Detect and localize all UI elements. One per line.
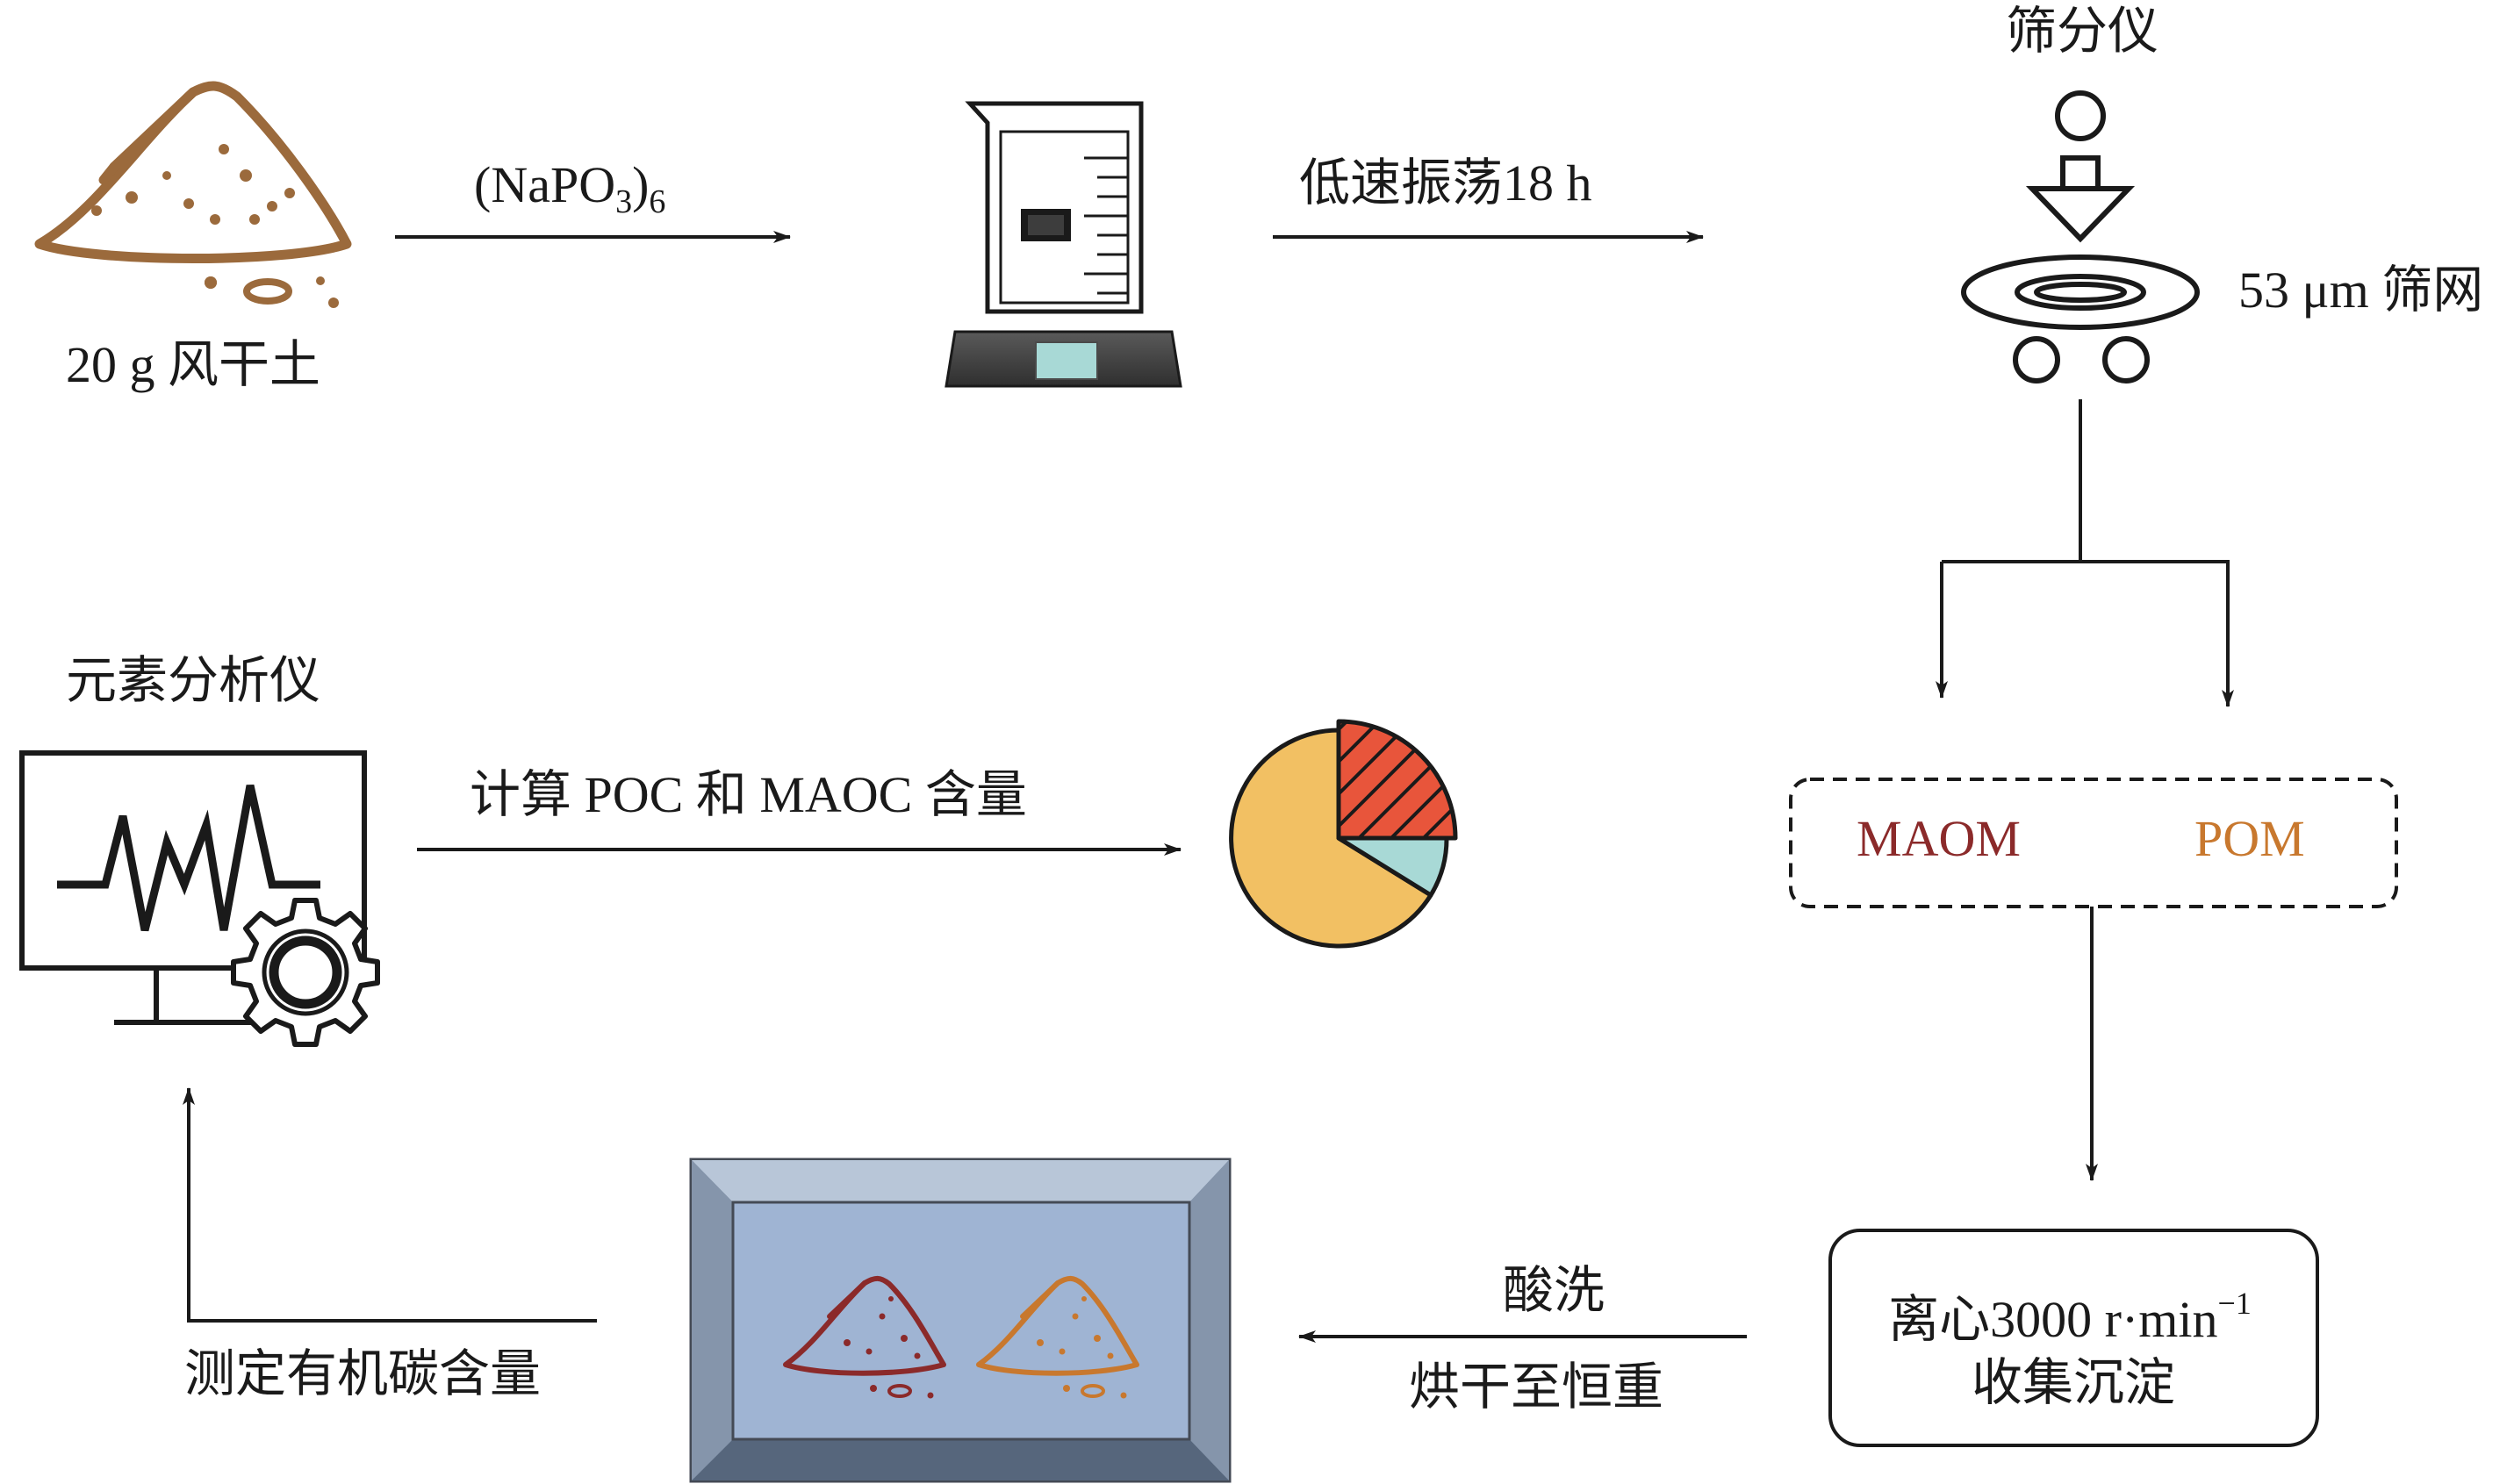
centrifuge-line2: 收集沉淀 bbox=[1972, 1354, 2175, 1411]
sieve-mesh-label: 53 μm 筛网 bbox=[2238, 262, 2483, 319]
sieve-shaker-icon bbox=[1961, 90, 2200, 384]
fractions-box bbox=[1789, 778, 2398, 908]
shaking-label: 低速振荡18 h bbox=[1299, 154, 1592, 211]
soil-pile-icon bbox=[34, 81, 352, 308]
centrifuge-box bbox=[1828, 1229, 2319, 1447]
measure-label: 测定有机碳含量 bbox=[184, 1345, 541, 1402]
analyzer-label: 元素分析仪 bbox=[66, 652, 320, 709]
elemental-analyzer-icon bbox=[19, 750, 367, 1025]
maom-label: MAOM bbox=[1857, 810, 2021, 867]
sieve-device-label: 筛分仪 bbox=[2006, 3, 2158, 60]
pom-label: POM bbox=[2194, 810, 2305, 867]
pie-chart-icon bbox=[1229, 719, 1458, 949]
drying-tray-icon bbox=[689, 1158, 1232, 1483]
acid-wash-label: 酸洗 bbox=[1503, 1262, 1605, 1319]
arrow-tray-to-analyzer bbox=[183, 1087, 597, 1323]
gear-icon bbox=[231, 898, 380, 1047]
centrifuge-line1: 离心3000 r·min−1 bbox=[1888, 1286, 2252, 1348]
calculate-label: 计算 POC 和 MAOC 含量 bbox=[470, 766, 1027, 823]
beaker-stirrer-icon bbox=[945, 101, 1182, 388]
soil-label: 20 g 风干土 bbox=[66, 336, 320, 393]
split-connector bbox=[1936, 399, 2234, 707]
reagent-label: (NaPO3)6 bbox=[474, 156, 665, 220]
dry-label: 烘干至恒重 bbox=[1409, 1359, 1663, 1416]
